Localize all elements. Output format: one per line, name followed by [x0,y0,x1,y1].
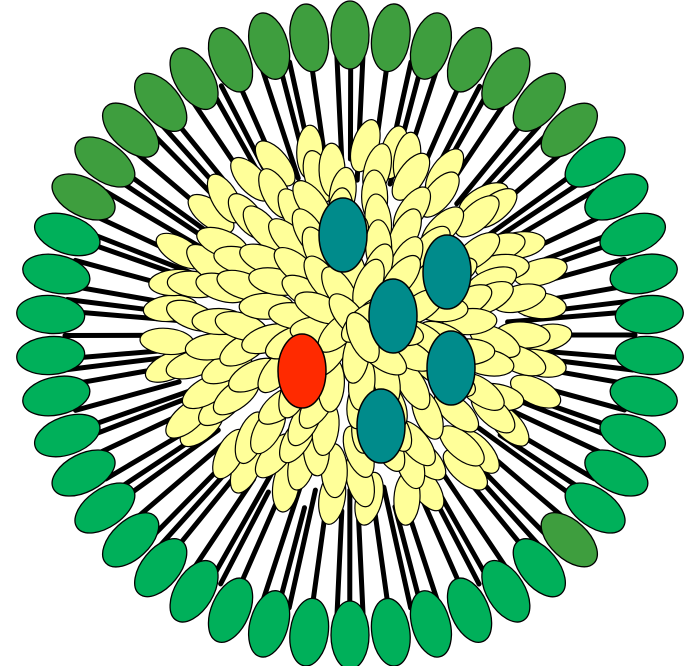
headgroup [331,601,369,666]
cargo-particle-teal [423,235,471,309]
cargo-particle-teal [427,331,475,405]
cargo-particle-teal [369,279,417,353]
cargo-particle-teal [319,198,367,272]
cargo-particle-teal [357,389,405,463]
headgroup [331,1,369,69]
cargo-particle-red [278,334,326,408]
